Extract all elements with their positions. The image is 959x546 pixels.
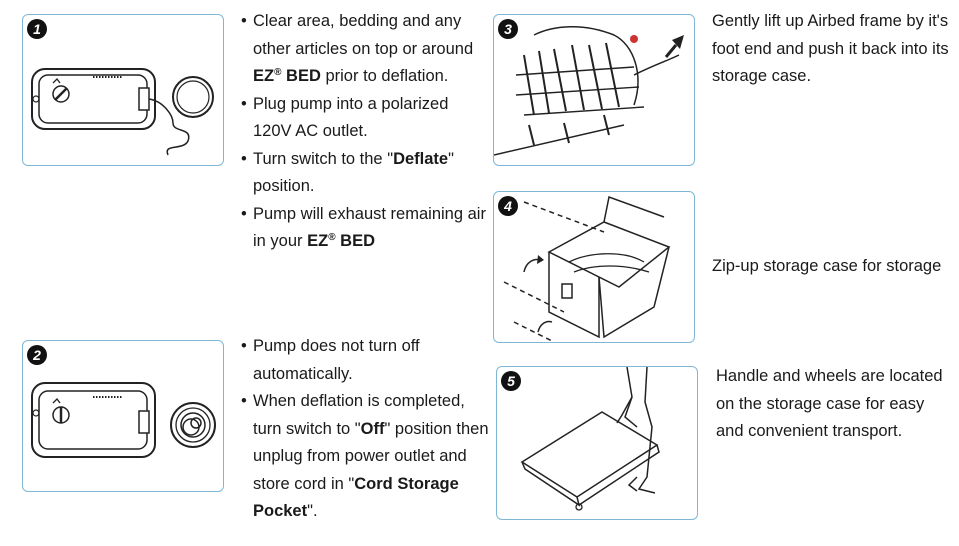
step-1-badge: 1 [27,19,47,39]
step-4-caption: Zip-up storage case for storage [712,257,942,275]
folding-airbed-frame-icon [494,26,684,156]
step-2-instructions: Pump does not turn off automatically. Wh… [241,333,491,526]
step-5-caption: Handle and wheels are located on the sto… [716,367,943,440]
step-4-badge: 4 [498,196,518,216]
pump-deflate-cord-plugged-icon [31,68,214,156]
step-3-caption: Gently lift up Airbed frame by it's foot… [712,12,949,85]
step-2-illustration: 2 [22,340,224,492]
step-1-bullet-4: Pump will exhaust remaining air in your … [241,201,491,256]
step-1-bullet-2: Plug pump into a polarized 120V AC outle… [241,91,491,146]
step-2-bullet-1: Pump does not turn off automatically. [241,333,491,388]
step-2-badge: 2 [27,345,47,365]
step-4-illustration: 4 [493,191,695,343]
step-1-bullet-3: Turn switch to the "Deflate" position. [241,146,491,201]
person-rolling-storage-case-icon [520,367,660,511]
step-5-illustration: 5 [496,366,698,520]
step-1-instructions: Clear area, bedding and any other articl… [241,8,491,256]
step-3-illustration: 3 [493,14,695,166]
pump-off-cord-stored-icon [31,382,216,458]
step-3-badge: 3 [498,19,518,39]
step-1-bullet-1: Clear area, bedding and any other articl… [241,8,491,91]
step-2-bullet-2: When deflation is completed, turn switch… [241,388,491,526]
step-5-badge: 5 [501,371,521,391]
storage-case-zip-icon [503,195,671,343]
step-1-illustration: 1 [22,14,224,166]
